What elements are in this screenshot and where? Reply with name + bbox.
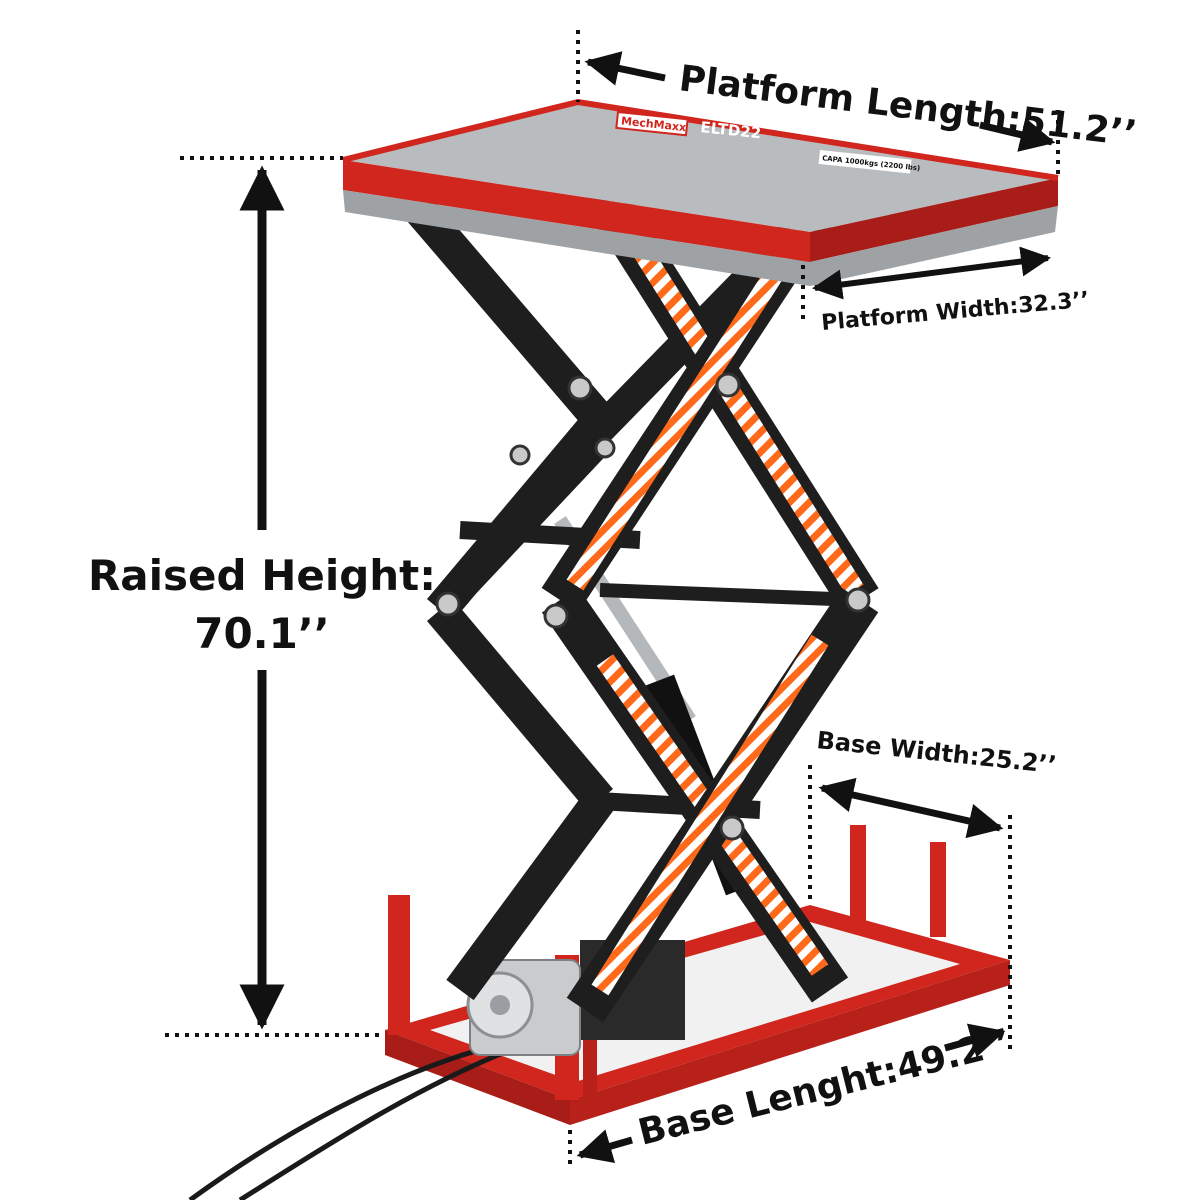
scissor-arm [426,599,614,811]
motor-fan-center [490,995,510,1015]
platform-side-right [810,178,1058,262]
platform-top [343,102,1058,232]
pivot-pin [594,437,616,459]
base-width-label: Base Width:25.2’’ [815,726,1057,779]
reflective-stripe [591,634,829,996]
capacity-plate [818,150,912,174]
pivot-pin [435,591,461,617]
platform-side-left [343,160,810,262]
base-length-arrow-right [944,1023,1006,1058]
raised-height-value: 70.1’’ [194,609,330,658]
power-cable [238,1047,511,1200]
scissor-arm [446,789,614,1001]
scissor-mechanism [407,178,879,1023]
pivot-pin [543,603,569,629]
platform-width-label: Platform Width:32.3’’ [820,288,1090,336]
pivot-pin [567,375,593,401]
platform-length-arrow-right [979,117,1056,152]
base-post [850,825,866,930]
base-length-arrow-left [576,1129,633,1164]
pivot-pin [719,815,745,841]
base-post [388,895,410,1035]
base-frame-side [570,960,1010,1125]
platform-length-arrow-left [584,51,666,86]
hydraulic-power-unit [188,940,685,1200]
base-frame-side [385,1030,570,1125]
raised-height-label: Raised Height: [88,551,436,600]
pivot-pin [509,444,531,466]
base-width-arrow [818,777,1004,839]
pivot-pin [715,372,741,398]
pivot-pin [845,587,871,613]
base-post [930,842,946,937]
brand-plate [615,110,689,137]
cross-bar [599,583,861,607]
platform-width-arrow [812,246,1051,300]
